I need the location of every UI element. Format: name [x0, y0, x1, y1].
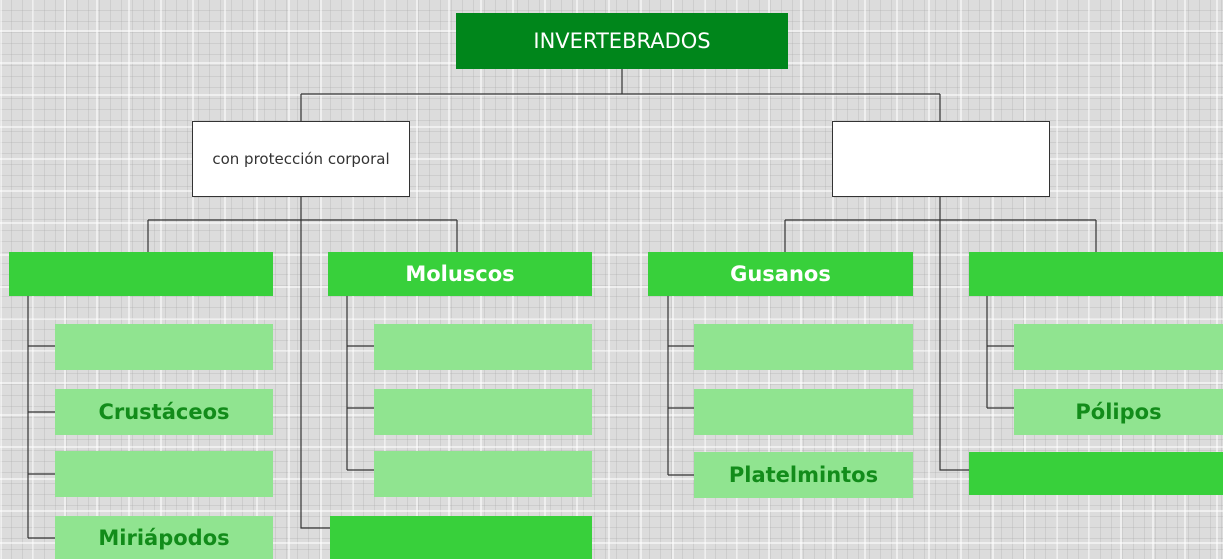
category-node-molluscs: Moluscos	[328, 252, 592, 296]
subcategory-node	[1014, 324, 1223, 370]
branch-unprotected-node	[832, 121, 1050, 197]
category-node-arthropods	[9, 252, 273, 296]
category-node-cnidarians	[969, 252, 1223, 296]
subcategory-node-crustaceans: Crustáceos	[55, 389, 273, 435]
root-node: INVERTEBRADOS	[456, 13, 788, 69]
subcategory-node-polyps: Pólipos	[1014, 389, 1223, 435]
extra-node-right	[969, 452, 1223, 495]
subcategory-node	[374, 324, 592, 370]
category-node-worms: Gusanos	[648, 252, 913, 296]
subcategory-node	[55, 451, 273, 497]
extra-node-left	[330, 516, 592, 559]
branch-protected-node: con protección corporal	[192, 121, 410, 197]
subcategory-node	[374, 389, 592, 435]
subcategory-node-myriapods: Miriápodos	[55, 516, 273, 559]
subcategory-node	[374, 451, 592, 497]
subcategory-node-flatworms: Platelmintos	[694, 452, 913, 498]
subcategory-node	[694, 389, 913, 435]
subcategory-node	[694, 324, 913, 370]
subcategory-node	[55, 324, 273, 370]
